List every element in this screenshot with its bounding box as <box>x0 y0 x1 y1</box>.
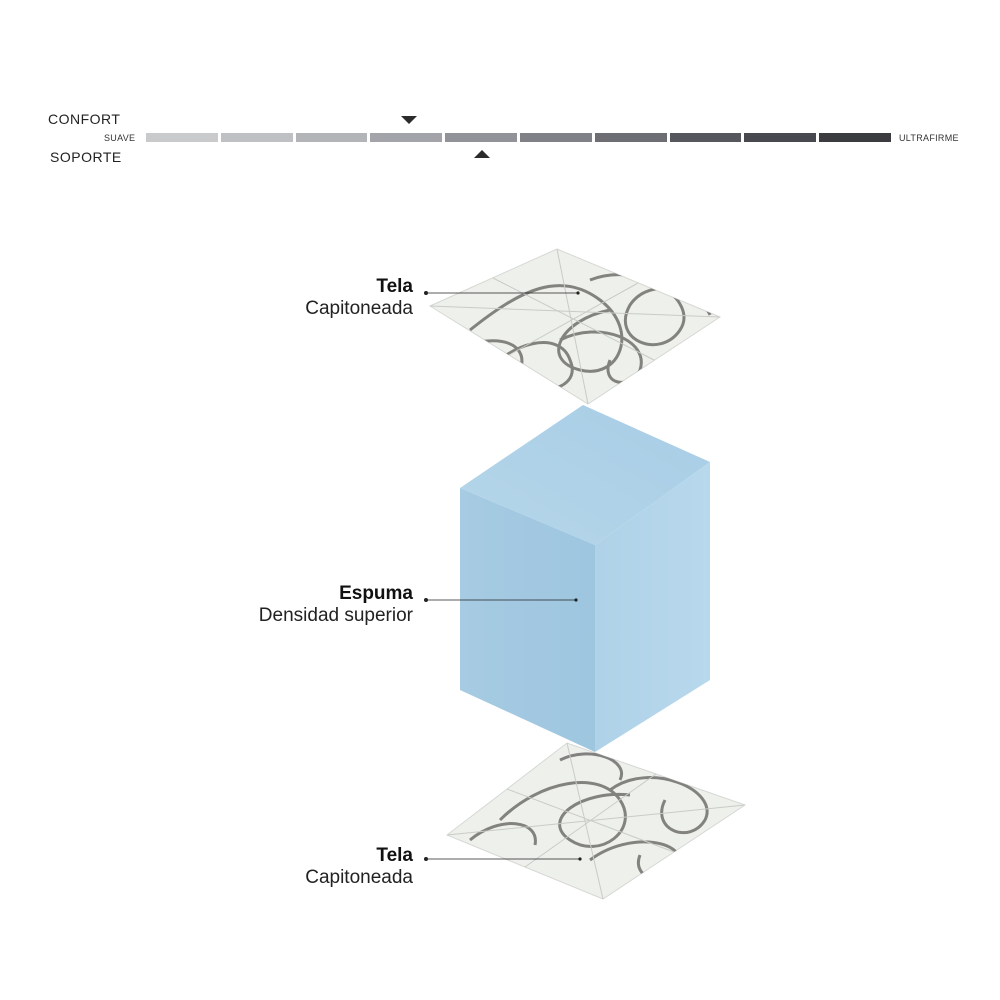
leader-dot <box>424 598 428 602</box>
leader-dot <box>576 291 580 295</box>
leader-dot <box>574 598 578 602</box>
top-fabric-layer <box>428 248 722 405</box>
layer-label-bottom: Tela Capitoneada <box>113 845 413 889</box>
scale-segment <box>520 133 592 142</box>
scale-segment <box>220 133 293 142</box>
layer-name: Espuma <box>339 583 413 604</box>
foam-block <box>460 405 710 752</box>
bottom-fabric-layer <box>446 742 747 900</box>
leader-dot <box>424 291 428 295</box>
confort-marker-icon <box>401 116 417 124</box>
scale-segment <box>370 133 443 142</box>
soporte-label: SOPORTE <box>50 149 122 165</box>
scale-segment <box>146 133 218 142</box>
scale-segment <box>295 133 368 142</box>
leader-dot <box>578 857 582 861</box>
leader-lines <box>426 292 580 860</box>
scale-segment <box>669 133 742 142</box>
layer-description: Capitoneada <box>305 867 413 888</box>
confort-label: CONFORT <box>48 111 121 127</box>
layer-name: Tela <box>376 845 413 866</box>
soporte-marker-icon <box>474 150 490 158</box>
layer-description: Densidad superior <box>258 605 413 626</box>
firmness-scale <box>146 133 891 142</box>
layer-label-top: Tela Capitoneada <box>113 276 413 320</box>
scale-segment <box>445 133 517 142</box>
leader-dot <box>424 857 428 861</box>
layer-label-middle: Espuma Densidad superior <box>113 583 413 627</box>
layer-name: Tela <box>376 276 413 297</box>
layer-description: Capitoneada <box>305 298 413 319</box>
scale-max-label: ULTRAFIRME <box>899 133 959 143</box>
scale-segment <box>594 133 667 142</box>
scale-segment <box>744 133 817 142</box>
scale-min-label: SUAVE <box>104 133 136 143</box>
scale-segment <box>819 133 891 142</box>
